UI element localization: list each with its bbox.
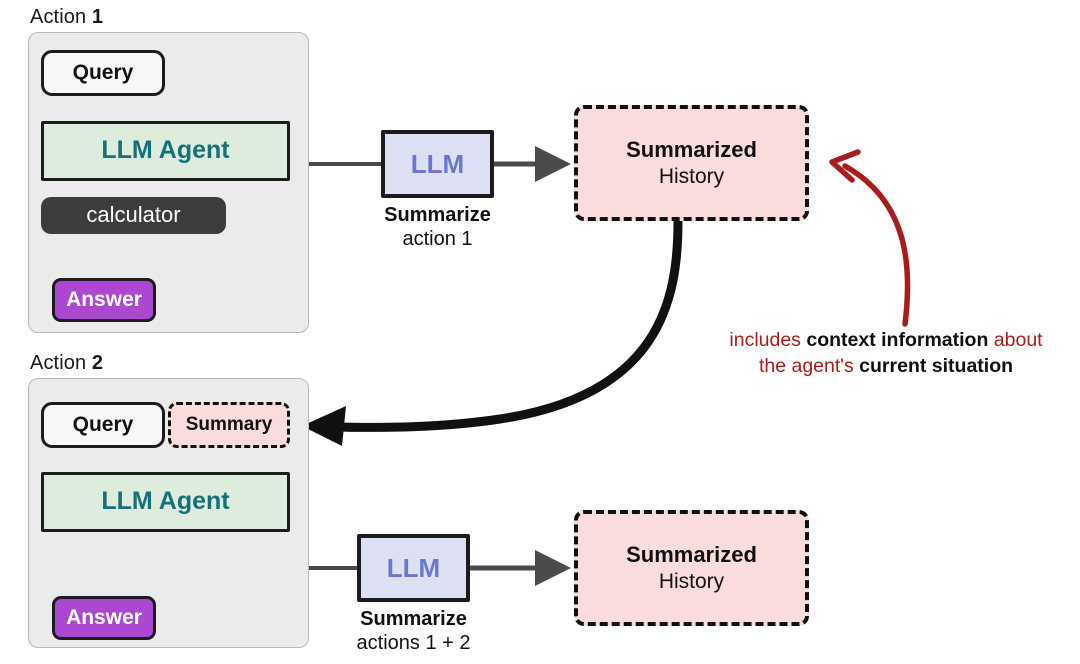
action-2-summary-chip[interactable]: Summary [168,402,290,448]
action-2-summary-label: Summary [185,413,273,435]
action-1-label: Action 1 [30,6,103,29]
action-1-history-line2: History [658,164,725,188]
action-1-answer-label: Answer [66,288,142,312]
action-1-tool-label: calculator [86,202,181,228]
action-1-agent-box[interactable]: LLM Agent [41,121,290,181]
action-1-query-label: Query [72,61,134,85]
action-1-agent-label: LLM Agent [101,136,230,165]
action-2-caption-line1: Summarize [360,608,467,630]
annotation-arrowhead [829,149,861,183]
action-1-caption-line1: Summarize [384,204,491,226]
action-2-agent-box[interactable]: LLM Agent [41,472,290,532]
action-2-llm-caption: Summarize actions 1 + 2 [337,607,490,655]
action-1-history-line1: Summarized [626,137,757,163]
annotation-part2: about [988,329,1043,351]
action-1-tool-box[interactable]: calculator [41,197,226,234]
annotation-part3: the agent's [758,355,860,378]
annotation-bold2: current situation [859,355,1014,378]
feedback-arrow-history-to-summary [331,220,683,432]
annotation-arrow-context [842,163,911,327]
action-2-llm-box[interactable]: LLM [357,534,470,602]
action-2-history-line2: History [658,569,725,593]
annotation-part1: includes [729,329,807,351]
action-1-label-prefix: Action [30,6,92,28]
action-1-query-box[interactable]: Query [41,50,165,96]
action-1-llm-box[interactable]: LLM [381,130,494,198]
action-2-label: Action 2 [30,352,103,375]
action-1-summarized-history-box[interactable]: Summarized History [574,105,809,221]
action-2-agent-label: LLM Agent [101,487,230,516]
context-annotation-text: includes context information about the a… [700,327,1072,380]
action-2-query-box[interactable]: Query [41,402,165,448]
annotation-line-2: the agent's current situation [700,353,1072,379]
action-1-label-number: 1 [91,6,104,28]
action-2-query-label: Query [72,413,134,437]
action-2-answer-box[interactable]: Answer [52,596,156,640]
action-2-llm-label: LLM [386,552,441,583]
action-1-llm-label: LLM [410,148,465,179]
action-2-history-line1: Summarized [626,542,757,568]
action-2-caption-line2: actions 1 + 2 [356,632,471,654]
action-2-label-prefix: Action [30,352,92,374]
action-2-label-number: 2 [91,352,104,374]
action-1-caption-line2: action 1 [402,228,473,250]
action-2-answer-label: Answer [66,606,142,630]
action-1-answer-box[interactable]: Answer [52,278,156,322]
annotation-bold1: context information [806,329,989,351]
action-2-summarized-history-box[interactable]: Summarized History [574,510,809,626]
annotation-line-1: includes context information about [700,327,1072,353]
action-1-llm-caption: Summarize action 1 [381,203,494,251]
